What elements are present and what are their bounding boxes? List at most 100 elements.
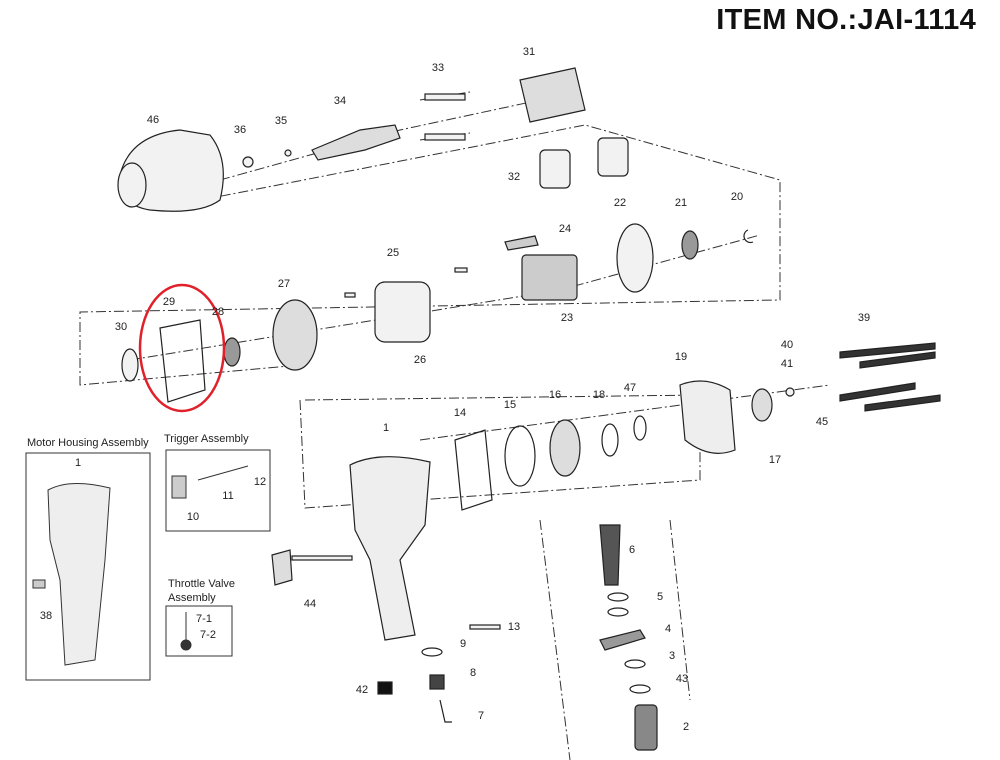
part-21-bearing bbox=[681, 230, 699, 260]
highlight-circle-part-29 bbox=[138, 283, 226, 413]
assembly-guide-middle bbox=[299, 394, 701, 509]
part-25-pin-2 bbox=[454, 267, 468, 273]
callout-35: 35 bbox=[274, 115, 288, 127]
part-39-bolt-2 bbox=[859, 351, 936, 369]
trigger-inset-box bbox=[165, 449, 271, 532]
callout-29: 29 bbox=[162, 296, 176, 308]
motor-housing-assembly-title: Motor Housing Assembly bbox=[27, 437, 149, 449]
callout-21: 21 bbox=[674, 197, 688, 209]
part-25-pin bbox=[344, 292, 356, 298]
callout-36: 36 bbox=[233, 124, 247, 136]
part-33-pin bbox=[424, 93, 466, 101]
part-31-cage bbox=[519, 67, 586, 123]
callout-1: 1 bbox=[382, 422, 390, 434]
part-11-drawing bbox=[197, 465, 249, 481]
callout-47: 47 bbox=[623, 382, 637, 394]
callout-39: 39 bbox=[857, 312, 871, 324]
throttle-valve-title-line2: Assembly bbox=[168, 592, 216, 604]
callout-inset-1: 1 bbox=[74, 457, 82, 469]
callout-inset-12: 12 bbox=[253, 476, 267, 488]
part-32-hammer-2 bbox=[597, 137, 629, 177]
callout-46: 46 bbox=[146, 114, 160, 126]
callout-42: 42 bbox=[355, 684, 369, 696]
part-6-spring bbox=[599, 524, 621, 586]
part-5-oring bbox=[607, 592, 629, 602]
part-2-inlet bbox=[634, 704, 658, 751]
part-36 bbox=[242, 156, 254, 168]
part-44-pin bbox=[291, 555, 353, 561]
callout-27: 27 bbox=[277, 278, 291, 290]
part-33-pin-2 bbox=[424, 133, 466, 141]
callout-8: 8 bbox=[469, 667, 477, 679]
part-44-trigger bbox=[271, 549, 293, 586]
throttle-valve-title-line1: Throttle Valve bbox=[168, 578, 236, 590]
assembly-guide-top bbox=[79, 124, 781, 386]
callout-45: 45 bbox=[815, 416, 829, 428]
callout-4: 4 bbox=[664, 623, 672, 635]
callout-26: 26 bbox=[413, 354, 427, 366]
part-4-valve bbox=[599, 629, 646, 651]
part-38-drawing bbox=[32, 579, 46, 589]
part-10-drawing bbox=[171, 475, 187, 499]
callout-18: 18 bbox=[592, 389, 606, 401]
part-47-seal bbox=[633, 415, 647, 441]
callout-inset-10: 10 bbox=[186, 511, 200, 523]
part-32-hammer bbox=[539, 149, 571, 189]
part-16-valve bbox=[549, 419, 581, 477]
callout-inset-7-1: 7-1 bbox=[196, 613, 212, 625]
part-42-plug bbox=[377, 681, 393, 695]
part-13-pin bbox=[469, 624, 501, 630]
trigger-assembly-title: Trigger Assembly bbox=[164, 433, 249, 445]
callout-41: 41 bbox=[780, 358, 794, 370]
callout-17: 17 bbox=[768, 454, 782, 466]
callout-inset-7-2: 7-2 bbox=[200, 629, 216, 641]
callout-43: 43 bbox=[675, 673, 689, 685]
part-19-end-plate bbox=[679, 380, 736, 454]
part-1-housing bbox=[349, 456, 431, 641]
motor-housing-inset-box bbox=[25, 452, 151, 681]
callout-20: 20 bbox=[730, 191, 744, 203]
callout-28: 28 bbox=[211, 306, 225, 318]
part-26-cylinder bbox=[374, 281, 431, 343]
part-9-oring bbox=[421, 647, 443, 657]
callout-23: 23 bbox=[560, 312, 574, 324]
item-number-title: ITEM NO.:JAI-1114 bbox=[716, 4, 976, 36]
part-20-clip bbox=[743, 229, 754, 244]
callout-16: 16 bbox=[548, 389, 562, 401]
callout-33: 33 bbox=[431, 62, 445, 74]
callout-25: 25 bbox=[386, 247, 400, 259]
part-7-2-drawing bbox=[180, 639, 192, 651]
part-29-gasket bbox=[159, 319, 206, 403]
part-35 bbox=[284, 149, 292, 157]
part-43-oring bbox=[629, 684, 651, 694]
callout-32: 32 bbox=[507, 171, 521, 183]
callout-13: 13 bbox=[507, 621, 521, 633]
inset-housing-drawing bbox=[47, 482, 111, 666]
part-14-gasket bbox=[454, 429, 493, 511]
part-28-bearing bbox=[223, 337, 241, 367]
part-23-rotor bbox=[521, 254, 578, 301]
part-34-anvil bbox=[311, 124, 401, 161]
throttle-valve-inset-box bbox=[165, 605, 233, 657]
part-39-bolt bbox=[839, 342, 936, 359]
callout-6: 6 bbox=[628, 544, 636, 556]
part-15-oring bbox=[504, 425, 536, 487]
callout-24: 24 bbox=[558, 223, 572, 235]
callout-inset-11: 11 bbox=[222, 490, 234, 502]
axis-line-front bbox=[219, 99, 541, 181]
part-7-valve bbox=[439, 699, 452, 723]
part-22-plate bbox=[616, 223, 654, 293]
callout-5: 5 bbox=[656, 591, 664, 603]
part-8-seat bbox=[429, 674, 445, 690]
callout-31: 31 bbox=[522, 46, 536, 58]
callout-40: 40 bbox=[780, 339, 794, 351]
part-45-screw bbox=[785, 387, 795, 397]
part-17-reverse bbox=[751, 388, 773, 422]
part-46-nose bbox=[117, 162, 147, 208]
callout-inset-38: 38 bbox=[39, 610, 53, 622]
callout-2: 2 bbox=[682, 721, 690, 733]
callout-7: 7 bbox=[477, 710, 485, 722]
part-39-bolt-4 bbox=[864, 394, 941, 412]
part-5-oring-2 bbox=[607, 607, 629, 617]
part-3-oring bbox=[624, 659, 646, 669]
